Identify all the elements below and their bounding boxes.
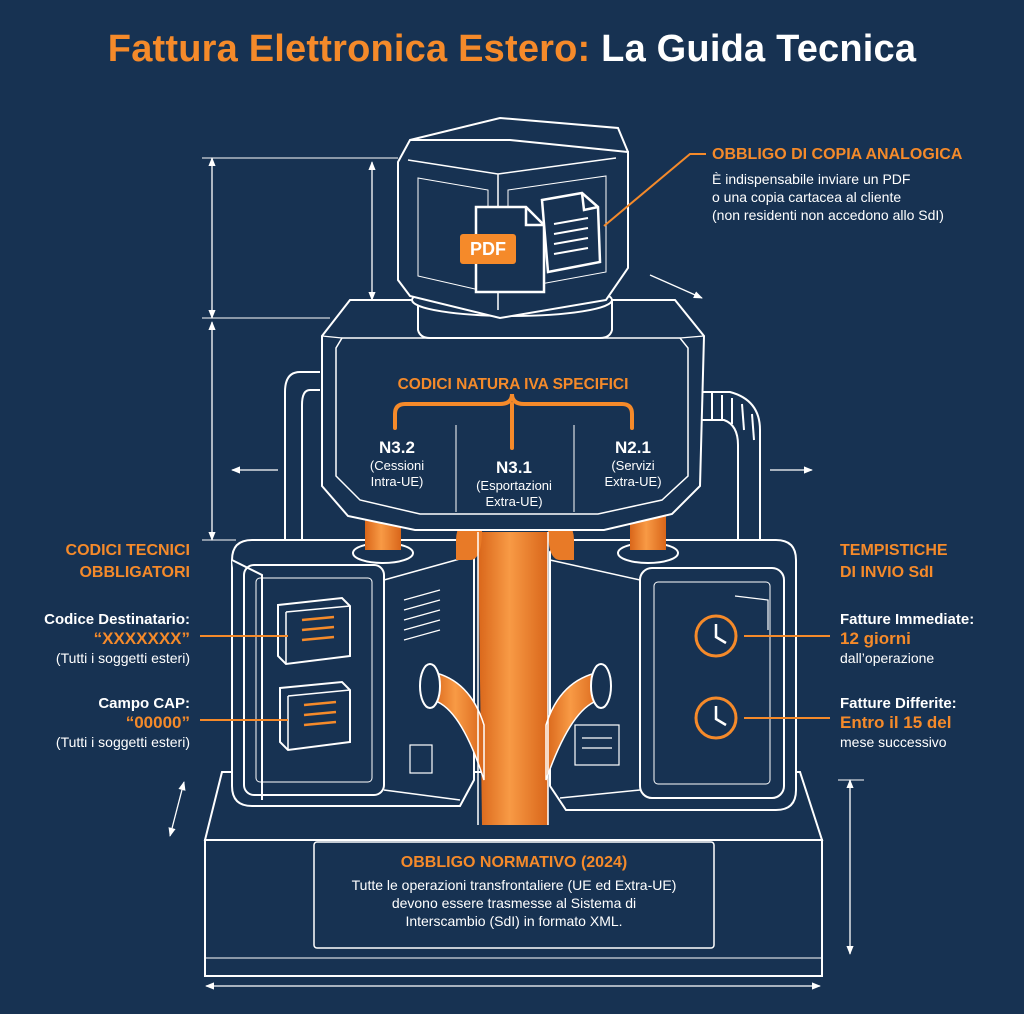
- recipient-code-label: Codice Destinatario:: [44, 611, 190, 628]
- analog-copy-line-1: È indispensabile inviare un PDF: [712, 171, 911, 187]
- regulatory-obligation-heading: OBBLIGO NORMATIVO (2024): [400, 854, 628, 871]
- immediate-invoices-label: Fatture Immediate:: [840, 611, 975, 628]
- document-icon: [474, 191, 602, 294]
- recipient-code-value: “XXXXXXX”: [93, 629, 190, 648]
- pdf-badge-background: [460, 234, 516, 264]
- bracket: [393, 393, 634, 450]
- deferred-invoices-note: mese successivo: [840, 734, 947, 750]
- pdf-badge: PDF: [470, 239, 506, 259]
- page-title: Fattura Elettronica Estero: La Guida Tec…: [0, 28, 1024, 71]
- postal-code-value: “00000”: [125, 713, 190, 732]
- vat-code-n32-desc-1: (Cessioni: [369, 458, 425, 473]
- postal-code-item: Campo CAP: “00000” (Tutti i soggetti est…: [4, 694, 190, 751]
- regulatory-obligation-line-3: Interscambio (SdI) in formato XML.: [405, 913, 623, 929]
- regulatory-obligation-line-2: devono essere trasmesse al Sistema di: [391, 895, 637, 911]
- timing-heading-line-1: TEMPISTICHE: [840, 542, 948, 559]
- recipient-code-note: (Tutti i soggetti esteri): [55, 650, 190, 666]
- immediate-invoices-item: Fatture Immediate: 12 giorni dall’operaz…: [840, 610, 1018, 667]
- vat-code-n21: N2.1 (Servizi Extra-UE): [588, 438, 678, 490]
- immediate-invoices-note: dall’operazione: [840, 650, 935, 666]
- analog-copy-annotation: OBBLIGO DI COPIA ANALOGICA È indispensab…: [712, 144, 1012, 224]
- regulatory-obligation-line-1: Tutte le operazioni transfrontaliere (UE…: [351, 877, 677, 893]
- vat-code-n32-label: N3.2: [379, 438, 415, 457]
- vat-code-n21-label: N2.1: [615, 438, 651, 457]
- vat-code-n31: N3.1 (Esportazioni Extra-UE): [460, 458, 568, 510]
- right-tube: [700, 391, 761, 545]
- immediate-invoices-value: 12 giorni: [840, 629, 911, 648]
- deferred-invoices-item: Fatture Differite: Entro il 15 del mese …: [840, 694, 1018, 751]
- postal-code-note: (Tutti i soggetti esteri): [55, 734, 190, 750]
- analog-copy-heading: OBBLIGO DI COPIA ANALOGICA: [712, 146, 963, 163]
- dimension-lines: [168, 157, 864, 990]
- deferred-invoices-value: Entro il 15 del: [840, 713, 952, 732]
- vat-code-n31-desc-2: Extra-UE): [485, 494, 543, 509]
- clock-icon: [694, 614, 738, 740]
- analog-copy-line-3: (non residenti non accedono allo SdI): [712, 207, 944, 223]
- timing-heading-line-2: DI INVIO SdI: [840, 564, 934, 581]
- title-part-1: Fattura Elettronica Estero:: [107, 28, 591, 70]
- analog-copy-line-2: o una copia cartacea al cliente: [712, 189, 902, 205]
- technical-codes-heading-line-1: CODICI TECNICI: [65, 542, 190, 559]
- technical-codes-heading-line-2: OBBLIGATORI: [79, 564, 190, 581]
- vat-codes-heading-text: CODICI NATURA IVA SPECIFICI: [397, 376, 629, 393]
- vat-code-n32: N3.2 (Cessioni Intra-UE): [352, 438, 442, 490]
- vat-code-n31-desc-1: (Esportazioni: [476, 478, 552, 493]
- vat-code-n32-desc-2: Intra-UE): [370, 474, 424, 489]
- right-cabinet: [549, 539, 797, 811]
- deferred-invoices-label: Fatture Differite:: [840, 695, 957, 712]
- technical-codes-heading: CODICI TECNICI OBBLIGATORI: [10, 540, 190, 584]
- vat-code-n31-label: N3.1: [496, 458, 532, 477]
- vat-code-n21-desc-2: Extra-UE): [604, 474, 662, 489]
- regulatory-obligation: OBBLIGO NORMATIVO (2024) Tutte le operaz…: [314, 852, 714, 930]
- left-module-stripes: [301, 615, 337, 727]
- postal-code-label: Campo CAP:: [98, 695, 190, 712]
- timing-heading: TEMPISTICHE DI INVIO SdI: [840, 540, 1010, 584]
- vat-code-n21-desc-1: (Servizi: [611, 458, 655, 473]
- title-part-2: La Guida Tecnica: [601, 28, 917, 70]
- leader-lines: [200, 153, 830, 721]
- left-tube: [284, 371, 320, 540]
- left-cabinet: [231, 539, 475, 807]
- recipient-code-item: Codice Destinatario: “XXXXXXX” (Tutti i …: [4, 610, 190, 667]
